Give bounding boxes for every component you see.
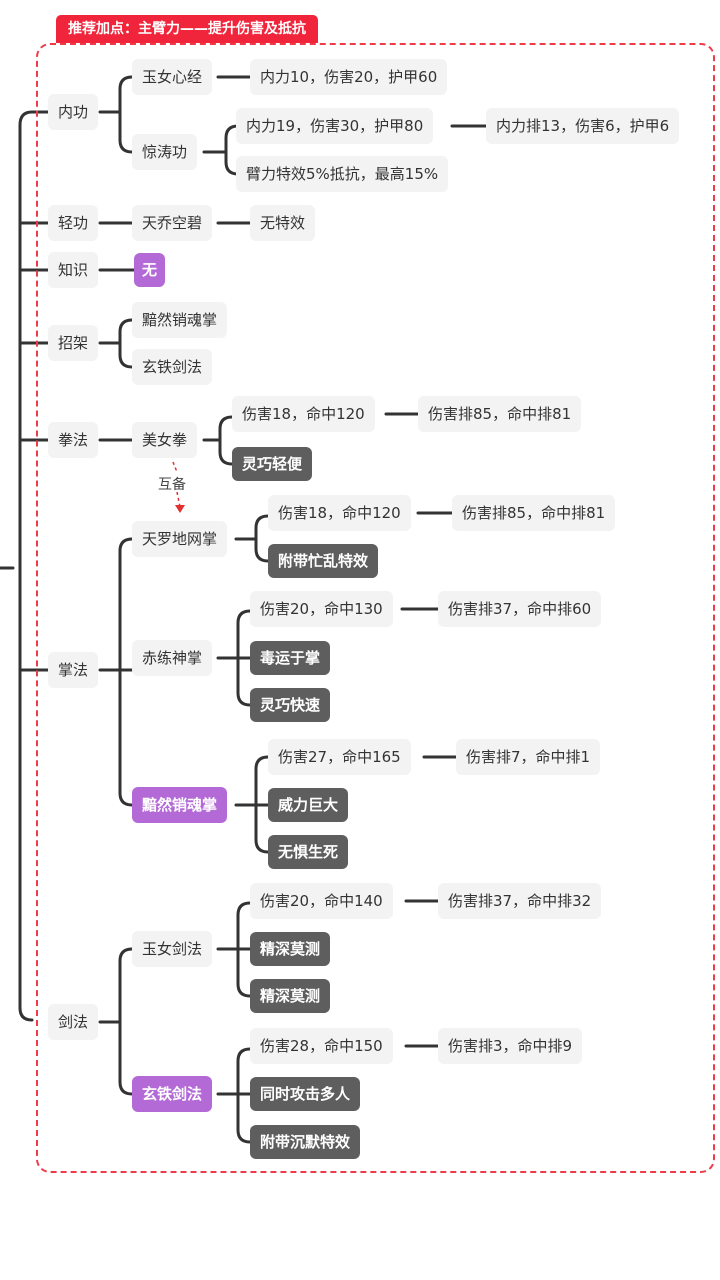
effect-xuantie: 附带沉默特效 — [250, 1125, 361, 1159]
skill-jingtao: 惊涛功 — [132, 134, 198, 170]
rank-jingtao: 内力排13，伤害6，护甲6 — [486, 108, 680, 144]
category-quanfa: 拳法 — [48, 422, 99, 458]
category-neigong: 内功 — [48, 94, 99, 130]
stats-yunv-xinjing: 内力10，伤害20，护甲60 — [250, 59, 448, 95]
banner-title: 推荐加点：主臂力——提升伤害及抵抗 — [56, 15, 318, 43]
skill-meinvquan: 美女拳 — [132, 422, 198, 458]
effect-qinggong: 无特效 — [250, 205, 316, 241]
rank-xuantie: 伤害排3，命中排9 — [438, 1028, 583, 1064]
skill-tianluo: 天罗地网掌 — [132, 521, 228, 557]
rank-meinvquan: 伤害排85，命中排81 — [418, 396, 582, 432]
effect-meinvquan: 灵巧轻便 — [232, 447, 313, 481]
effect-anran: 无惧生死 — [268, 835, 349, 869]
skill-yunv-xinjing: 玉女心经 — [132, 59, 213, 95]
rank-chilian: 伤害排37，命中排60 — [438, 591, 602, 627]
stats-anran: 伤害27，命中165 — [268, 739, 411, 775]
skill-chilian: 赤练神掌 — [132, 640, 213, 676]
category-qinggong: 轻功 — [48, 205, 99, 241]
mutual-label: 互备 — [158, 477, 186, 493]
stats-xuantie: 伤害28，命中150 — [250, 1028, 393, 1064]
effect-anran: 威力巨大 — [268, 788, 349, 822]
effect-chilian: 毒运于掌 — [250, 641, 331, 675]
effect-yunv-jianfa: 精深莫测 — [250, 979, 331, 1013]
skill-yunv-jianfa: 玉女剑法 — [132, 931, 213, 967]
stats-yunv-jianfa: 伤害20，命中140 — [250, 883, 393, 919]
effect-tianluo: 附带忙乱特效 — [268, 544, 379, 578]
skill-qinggong: 天乔空碧 — [132, 205, 213, 241]
dashed-frame — [36, 43, 715, 1173]
category-jianfa: 剑法 — [48, 1004, 99, 1040]
zhaojia-item: 黯然销魂掌 — [132, 302, 228, 338]
effect-jingtao: 臂力特效5%抵抗，最高15% — [236, 156, 449, 192]
category-zhishi: 知识 — [48, 252, 99, 288]
rank-tianluo: 伤害排85，命中排81 — [452, 495, 616, 531]
value-zhishi: 无 — [134, 253, 166, 287]
effect-yunv-jianfa: 精深莫测 — [250, 932, 331, 966]
category-zhangfa: 掌法 — [48, 652, 99, 688]
stats-tianluo: 伤害18，命中120 — [268, 495, 411, 531]
rank-yunv-jianfa: 伤害排37，命中排32 — [438, 883, 602, 919]
category-zhaojia: 招架 — [48, 325, 99, 361]
rank-anran: 伤害排7，命中排1 — [456, 739, 601, 775]
effect-xuantie: 同时攻击多人 — [250, 1077, 361, 1111]
stats-chilian: 伤害20，命中130 — [250, 591, 393, 627]
zhaojia-item: 玄铁剑法 — [132, 349, 213, 385]
skill-xuantie: 玄铁剑法 — [132, 1076, 213, 1112]
stats-jingtao: 内力19，伤害30，护甲80 — [236, 108, 434, 144]
stats-meinvquan: 伤害18，命中120 — [232, 396, 375, 432]
skill-anran: 黯然销魂掌 — [132, 787, 228, 823]
effect-chilian: 灵巧快速 — [250, 688, 331, 722]
